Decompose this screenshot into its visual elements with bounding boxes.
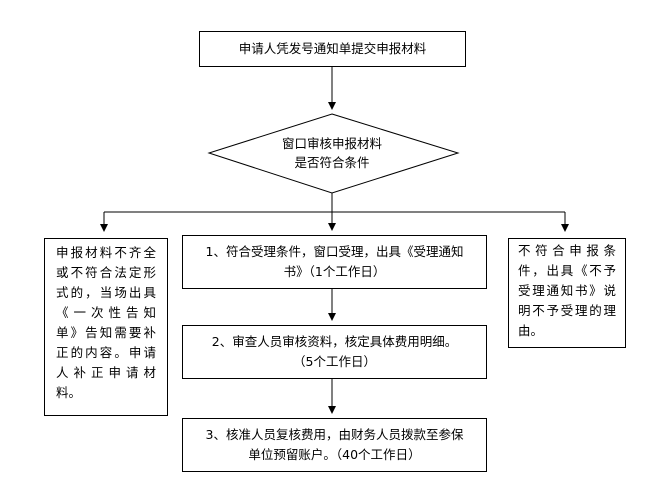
left-reject-incomplete-box: 申报材料不齐全 或不符合法定形 式的，当场出具 《一次性告知 单》告知需要补 正… (44, 238, 168, 416)
left-box-line-5: 单》告知需要补 (56, 325, 156, 340)
step2-line-1: 2、审查人员审核资料，核定具体费用明细。 (211, 334, 458, 349)
right-box-line-5: 由。 (518, 323, 544, 338)
step1-line-2: 书》（1个工作日） (283, 264, 386, 279)
start-box: 申请人凭发号通知单提交申报材料 (199, 31, 466, 67)
step3-line-2: 单位预留账户。（40个工作日） (248, 447, 421, 462)
step2-review-box: 2、审查人员审核资料，核定具体费用明细。 （5个工作日） (182, 325, 487, 379)
right-box-line-2: 件，出具《不予 (518, 263, 616, 278)
right-box-line-4: 明不予受理的理 (518, 303, 616, 318)
left-box-line-7: 人补正申请材 (56, 365, 156, 380)
left-box-line-6: 正的内容。申请 (56, 345, 156, 360)
step1-accept-box: 1、符合受理条件，窗口受理，出具《受理通知 书》（1个工作日） (182, 235, 487, 289)
decision-text: 窗口审核申报材料 是否符合条件 (232, 134, 432, 172)
step3-line-1: 3、核准人员复核费用，由财务人员拨款至参保 (205, 427, 464, 442)
left-box-line-2: 或不符合法定形 (56, 265, 156, 280)
right-box-line-1: 不符合申报条 (518, 243, 616, 258)
step3-approve-box: 3、核准人员复核费用，由财务人员拨款至参保 单位预留账户。（40个工作日） (182, 418, 487, 472)
step1-line-1: 1、符合受理条件，窗口受理，出具《受理通知 (205, 244, 464, 259)
left-box-line-8: 料。 (56, 385, 82, 400)
left-box-line-1: 申报材料不齐全 (56, 245, 156, 260)
decision-line-1: 窗口审核申报材料 (281, 136, 382, 151)
decision-line-2: 是否符合条件 (294, 155, 370, 170)
start-text: 申请人凭发号通知单提交申报材料 (238, 41, 427, 56)
left-box-line-3: 式的，当场出具 (56, 285, 156, 300)
right-box-line-3: 受理通知书》说 (518, 283, 616, 298)
left-box-line-4: 《一次性告知 (56, 305, 156, 320)
step2-line-2: （5个工作日） (293, 354, 376, 369)
right-reject-box: 不符合申报条 件，出具《不予 受理通知书》说 明不予受理的理 由。 (508, 238, 626, 348)
